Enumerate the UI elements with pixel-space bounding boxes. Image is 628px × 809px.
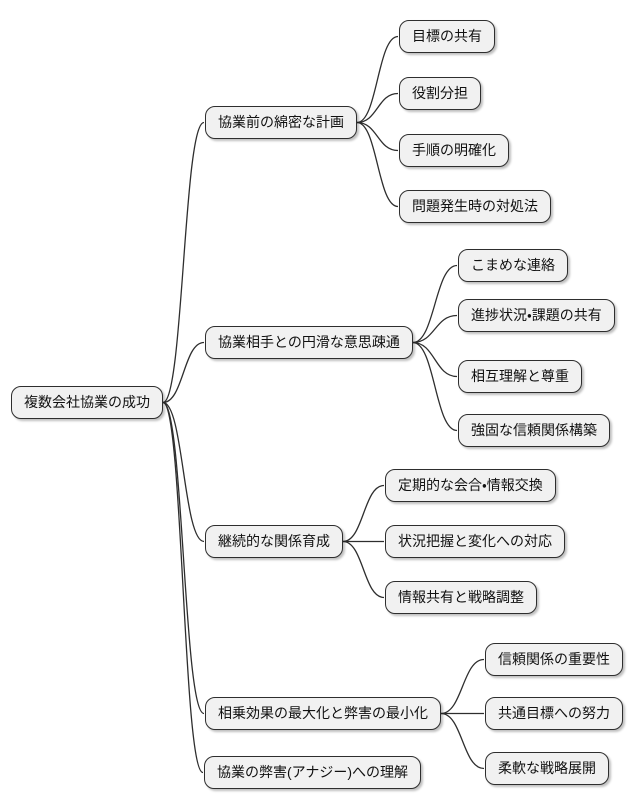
connector-line [356, 121, 399, 208]
leaf-node: 定期的な会合・情報交換 [385, 469, 556, 502]
leaf-node: 情報共有と戦略調整 [385, 581, 537, 614]
connector-line [440, 658, 485, 715]
connector-line [162, 401, 204, 774]
branch-node: 協業前の綿密な計画 [205, 106, 357, 139]
connector-line [412, 314, 458, 344]
connector-line [162, 401, 205, 543]
connector-line [342, 484, 385, 543]
branch-node: 協業の弊害(アナジー)への理解 [204, 756, 422, 789]
connector-line [162, 341, 205, 404]
leaf-node: 強固な信頼関係構築 [458, 414, 610, 447]
leaf-node: 目標の共有 [399, 20, 495, 53]
connector-line [342, 540, 385, 599]
root-node: 複数会社協業の成功 [11, 386, 163, 419]
branch-node: 継続的な関係育成 [205, 525, 343, 558]
connector-line [412, 341, 458, 378]
leaf-node: 状況把握と変化への対応 [385, 525, 565, 558]
connector-line [356, 35, 399, 124]
branch-node: 相乗効果の最大化と弊害の最小化 [205, 697, 441, 730]
leaf-node: 手順の明確化 [399, 134, 509, 167]
leaf-node: 共通目標への努力 [485, 697, 623, 730]
leaf-node: 役割分担 [399, 77, 481, 110]
connector-line [356, 121, 399, 152]
leaf-node: 進捗状況・課題の共有 [458, 299, 615, 332]
connector-line [162, 401, 205, 715]
connector-line [412, 264, 458, 344]
connector-line [440, 712, 485, 770]
leaf-node: こまめな連絡 [458, 249, 568, 282]
leaf-node: 信頼関係の重要性 [485, 643, 623, 676]
branch-node: 協業相手との円滑な意思疎通 [205, 326, 413, 359]
connector-line [162, 121, 205, 404]
connector-line [356, 92, 399, 124]
leaf-node: 相互理解と尊重 [458, 360, 582, 393]
connector-line [412, 341, 458, 432]
leaf-node: 問題発生時の対処法 [399, 190, 551, 223]
leaf-node: 柔軟な戦略展開 [485, 752, 609, 785]
